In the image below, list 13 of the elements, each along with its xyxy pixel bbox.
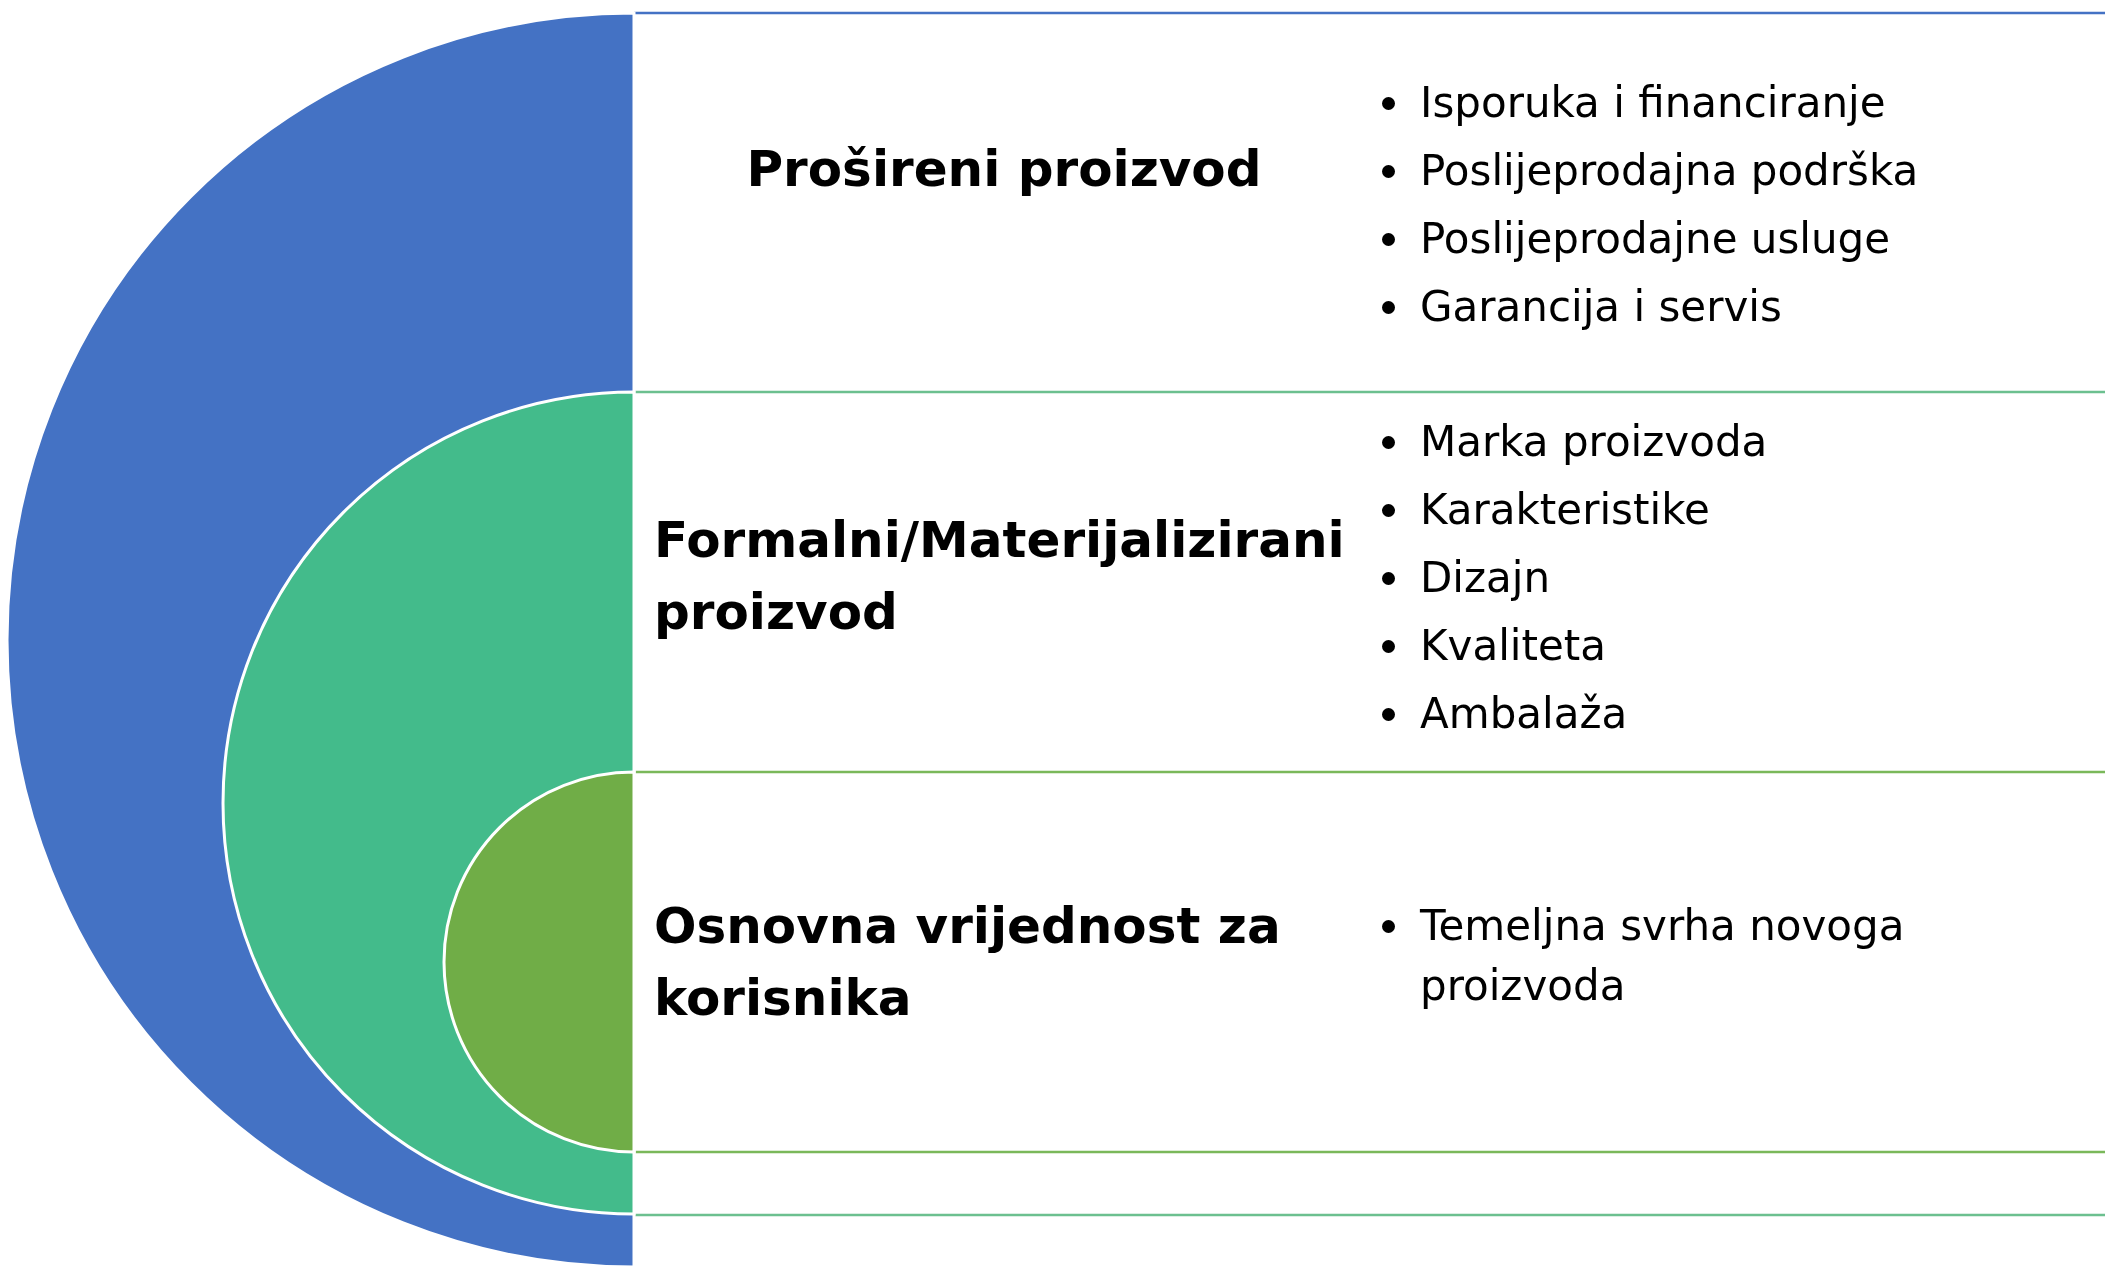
bullet-item: Poslijeprodajne usluge [1378,209,2078,269]
bullet-item: Poslijeprodajna podrška [1378,141,2078,201]
bullet-item: Kvaliteta [1378,616,2078,676]
layer-heading: Prošireni proizvod [745,139,1263,200]
bullet-item: Isporuka i financiranje [1378,73,2078,133]
bullet-item: Marka proizvoda [1378,412,2078,472]
layer-heading: Osnovna vrijednost za korisnika [654,896,1282,1029]
layer-heading: Formalni/Materijalizirani proizvod [654,510,1346,643]
bullet-item: Garancija i servis [1378,277,2078,337]
bullet-item: Temeljna svrha novoga proizvoda [1378,896,2078,1016]
bullet-item: Karakteristike [1378,480,2078,540]
bullet-item: Dizajn [1378,548,2078,608]
bullet-item: Ambalaža [1378,684,2078,744]
